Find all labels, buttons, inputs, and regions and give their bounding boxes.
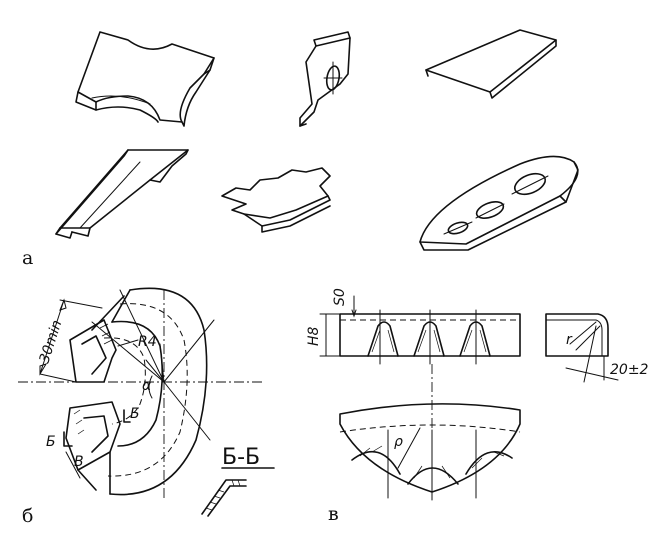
section-mark-left: Б xyxy=(46,434,56,450)
section-title: Б-Б xyxy=(222,445,260,470)
dim-h8-label: H8 xyxy=(306,326,322,346)
section-profile xyxy=(201,479,247,515)
dim-b-label: B xyxy=(74,454,84,470)
radius-r4-label: R4 xyxy=(138,334,157,350)
inner-contour xyxy=(111,320,164,447)
outer-contour xyxy=(109,287,208,496)
section-mark-right: Б xyxy=(130,406,140,422)
panel-v-corrugated: S0 H8 r 20±2 ρ xyxy=(306,288,649,501)
angle-20-label: 20±2 xyxy=(610,362,649,378)
part-bracket-oval-hole xyxy=(299,31,351,127)
panel-a-parts xyxy=(55,29,579,251)
panel-label-a: а xyxy=(22,247,33,269)
end-section xyxy=(545,313,609,357)
panel-label-b: б xyxy=(22,505,33,527)
part-saddle-plate xyxy=(75,31,215,127)
radius-r-label: r xyxy=(566,332,573,348)
dim-30min-label: 30min xyxy=(37,318,66,365)
dim-s0-label: S0 xyxy=(332,288,348,306)
part-long-channel xyxy=(55,149,189,239)
part-jagged-plate xyxy=(221,167,331,233)
panel-b-curved-flange: 30min R4 α Б Б B Б-Б xyxy=(18,287,275,517)
dim-line-30min xyxy=(39,299,103,383)
radius-rho-label: ρ xyxy=(394,434,403,450)
panel-label-v: в xyxy=(328,503,339,525)
middle-arc xyxy=(107,303,188,477)
segment-plan-view xyxy=(339,403,521,493)
angle-alpha-label: α xyxy=(142,378,152,394)
part-plate-three-holes xyxy=(419,155,579,251)
part-flat-plate xyxy=(425,29,557,99)
